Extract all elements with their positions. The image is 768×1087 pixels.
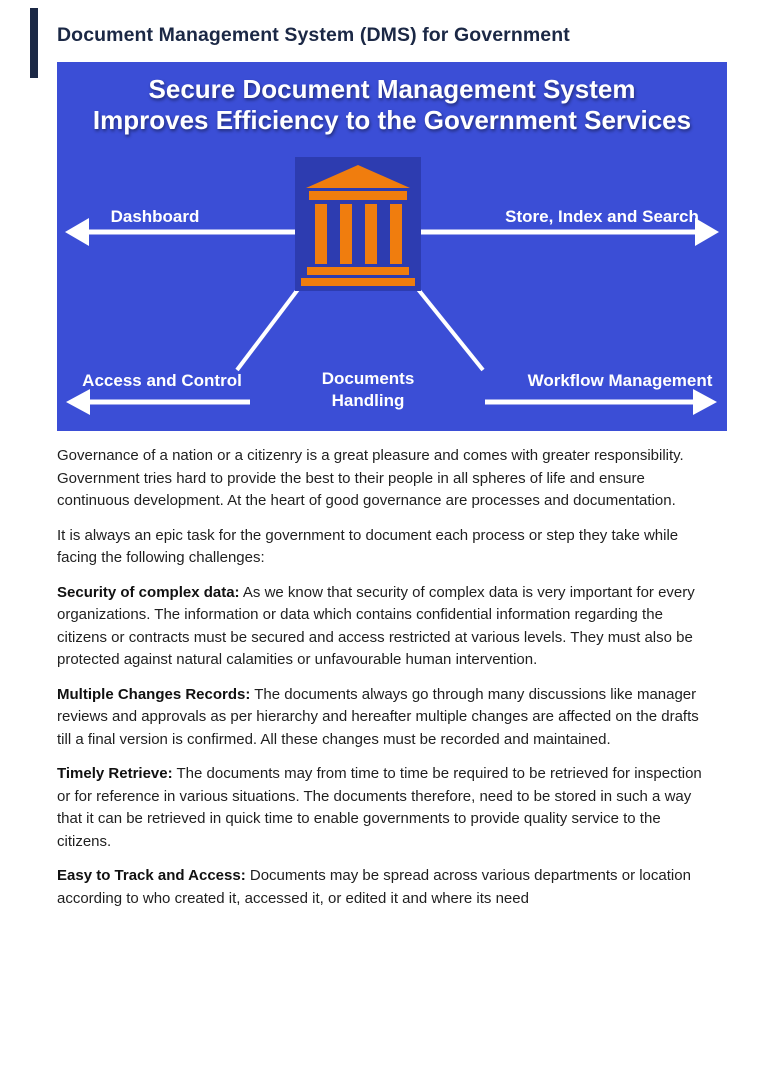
- paragraph-text: It is always an epic task for the govern…: [57, 526, 679, 567]
- paragraph-multiple-changes: Multiple Changes Records: The documents …: [57, 684, 712, 752]
- banner-heading: Secure Document Management System Improv…: [57, 74, 727, 136]
- paragraph-text: The documents always go through many dis…: [57, 685, 699, 748]
- paragraph-security: Security of complex data: As we know tha…: [57, 582, 712, 672]
- document-page: Document Management System (DMS) for Gov…: [57, 0, 727, 922]
- workflow-arrow: [485, 389, 717, 415]
- page-title: Document Management System (DMS) for Gov…: [57, 24, 570, 46]
- arrow-right-icon: [693, 389, 717, 415]
- label-access-control: Access and Control: [82, 371, 242, 390]
- paragraph-governance: Governance of a nation or a citizenry is…: [57, 445, 712, 513]
- access-control-arrow: [66, 389, 250, 415]
- banner-heading-line1: Secure Document Management System: [148, 74, 636, 104]
- paragraph-text: The documents may from time to time be r…: [57, 765, 702, 850]
- label-documents-handling-line2: Handling: [332, 391, 405, 410]
- paragraph-lead: Easy to Track and Access:: [57, 867, 246, 884]
- diagonal-left-connector: [235, 286, 301, 372]
- page-edge-artifact: [30, 8, 38, 78]
- paragraph-epic-task: It is always an epic task for the govern…: [57, 525, 712, 570]
- paragraph-lead: Security of complex data:: [57, 583, 240, 601]
- paragraph-timely-retrieve: Timely Retrieve: The documents may from …: [57, 763, 712, 853]
- arrow-right-icon: [695, 218, 719, 246]
- label-dashboard: Dashboard: [111, 207, 200, 226]
- paragraph-text: As we know that security of complex data…: [57, 583, 695, 669]
- arrow-left-icon: [66, 389, 90, 415]
- label-workflow-management: Workflow Management: [528, 371, 713, 390]
- diagonal-right-connector: [415, 286, 485, 372]
- label-store-index-search: Store, Index and Search: [505, 207, 699, 226]
- paragraph-lead: Timely Retrieve:: [57, 765, 173, 782]
- banner-image: Dashboard Store, Index and Search Access…: [57, 62, 727, 431]
- banner-diagram: Dashboard Store, Index and Search Access…: [65, 157, 719, 415]
- document-body: Governance of a nation or a citizenry is…: [57, 445, 712, 910]
- paragraph-text: Governance of a nation or a citizenry is…: [57, 447, 684, 509]
- paragraph-text: Documents may be spread across various d…: [57, 867, 691, 907]
- label-documents-handling-line1: Documents: [322, 369, 415, 388]
- banner-heading-line2: Improves Efficiency to the Government Se…: [92, 105, 692, 135]
- arrow-left-icon: [65, 218, 89, 246]
- paragraph-lead: Multiple Changes Records:: [57, 685, 251, 703]
- government-building-icon: [295, 157, 421, 291]
- paragraph-track-access: Easy to Track and Access: Documents may …: [57, 865, 712, 910]
